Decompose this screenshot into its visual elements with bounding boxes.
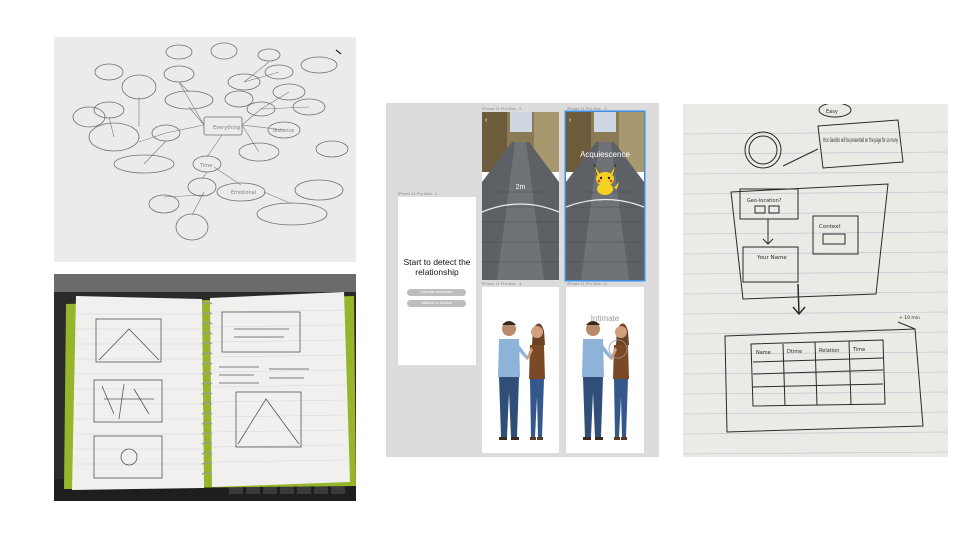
back-chevron-icon[interactable]: ‹ — [569, 117, 572, 124]
mindmap-time-label: Time — [199, 163, 212, 169]
street-scene — [482, 112, 559, 280]
calculate-button[interactable]: Calculate as Number — [407, 289, 466, 296]
acquiescence-frame[interactable]: ‹ Acquiescence — [566, 112, 644, 280]
distance-frame[interactable]: ‹ 2m — [482, 112, 559, 280]
table-header-time: Time — [852, 347, 865, 353]
table-header-name: Name — [756, 350, 771, 356]
intimate-frame[interactable]: Intimate — [566, 287, 644, 453]
mindmap-emotional-label: Emotional — [231, 190, 256, 196]
relationship-label: Acquiescence — [580, 150, 630, 159]
couple-photo — [582, 321, 629, 440]
detect-frame[interactable]: Start to detect the relationship Calcula… — [398, 197, 476, 365]
frame-label: iPhone 11 Pro Max - 4 — [482, 281, 522, 286]
frame-label: iPhone 11 Pro Max - 5 — [567, 281, 607, 286]
geolocation-label: Geo-location? — [747, 198, 782, 204]
frame-label: iPhone 11 Pro Max - 2 — [482, 106, 522, 111]
notebook-photo — [54, 274, 356, 501]
street-scene — [566, 112, 644, 280]
couple-photo — [498, 321, 545, 440]
frame-label: iPhone 11 Pro Max - 1 — [398, 191, 438, 196]
back-chevron-icon[interactable]: ‹ — [485, 117, 488, 124]
instance-button[interactable]: Instance on Number — [407, 300, 466, 307]
context-label: Context — [819, 224, 841, 230]
mindmap-photo: Everything Time distance Emotional — [54, 37, 356, 262]
relationship-label: Intimate — [590, 314, 620, 323]
prototype-board: iPhone 11 Pro Max - 1 Start to detect th… — [386, 103, 659, 457]
distance-readout: 2m — [515, 184, 526, 191]
note-text: Your Geoloto will be presented on the pa… — [823, 137, 899, 144]
mindmap-center-label: Everything — [213, 125, 240, 131]
mindmap-distance-label: distance — [273, 128, 294, 134]
badge-label: Easy — [826, 109, 838, 115]
side-note: + 10 min — [899, 315, 920, 321]
couple-frame[interactable] — [482, 287, 559, 453]
table-header-dtime: Dtime — [787, 349, 802, 355]
wireframe-photo: Easy Your Geoloto will be presented on t… — [683, 104, 948, 457]
frame-label: iPhone 11 Pro Max - 3 — [567, 106, 607, 111]
table-header-relation: Relation — [819, 348, 839, 354]
pikachu-icon — [593, 163, 619, 195]
name-label: Your Name — [756, 255, 787, 261]
detect-title: Start to detect the relationship — [403, 257, 471, 277]
